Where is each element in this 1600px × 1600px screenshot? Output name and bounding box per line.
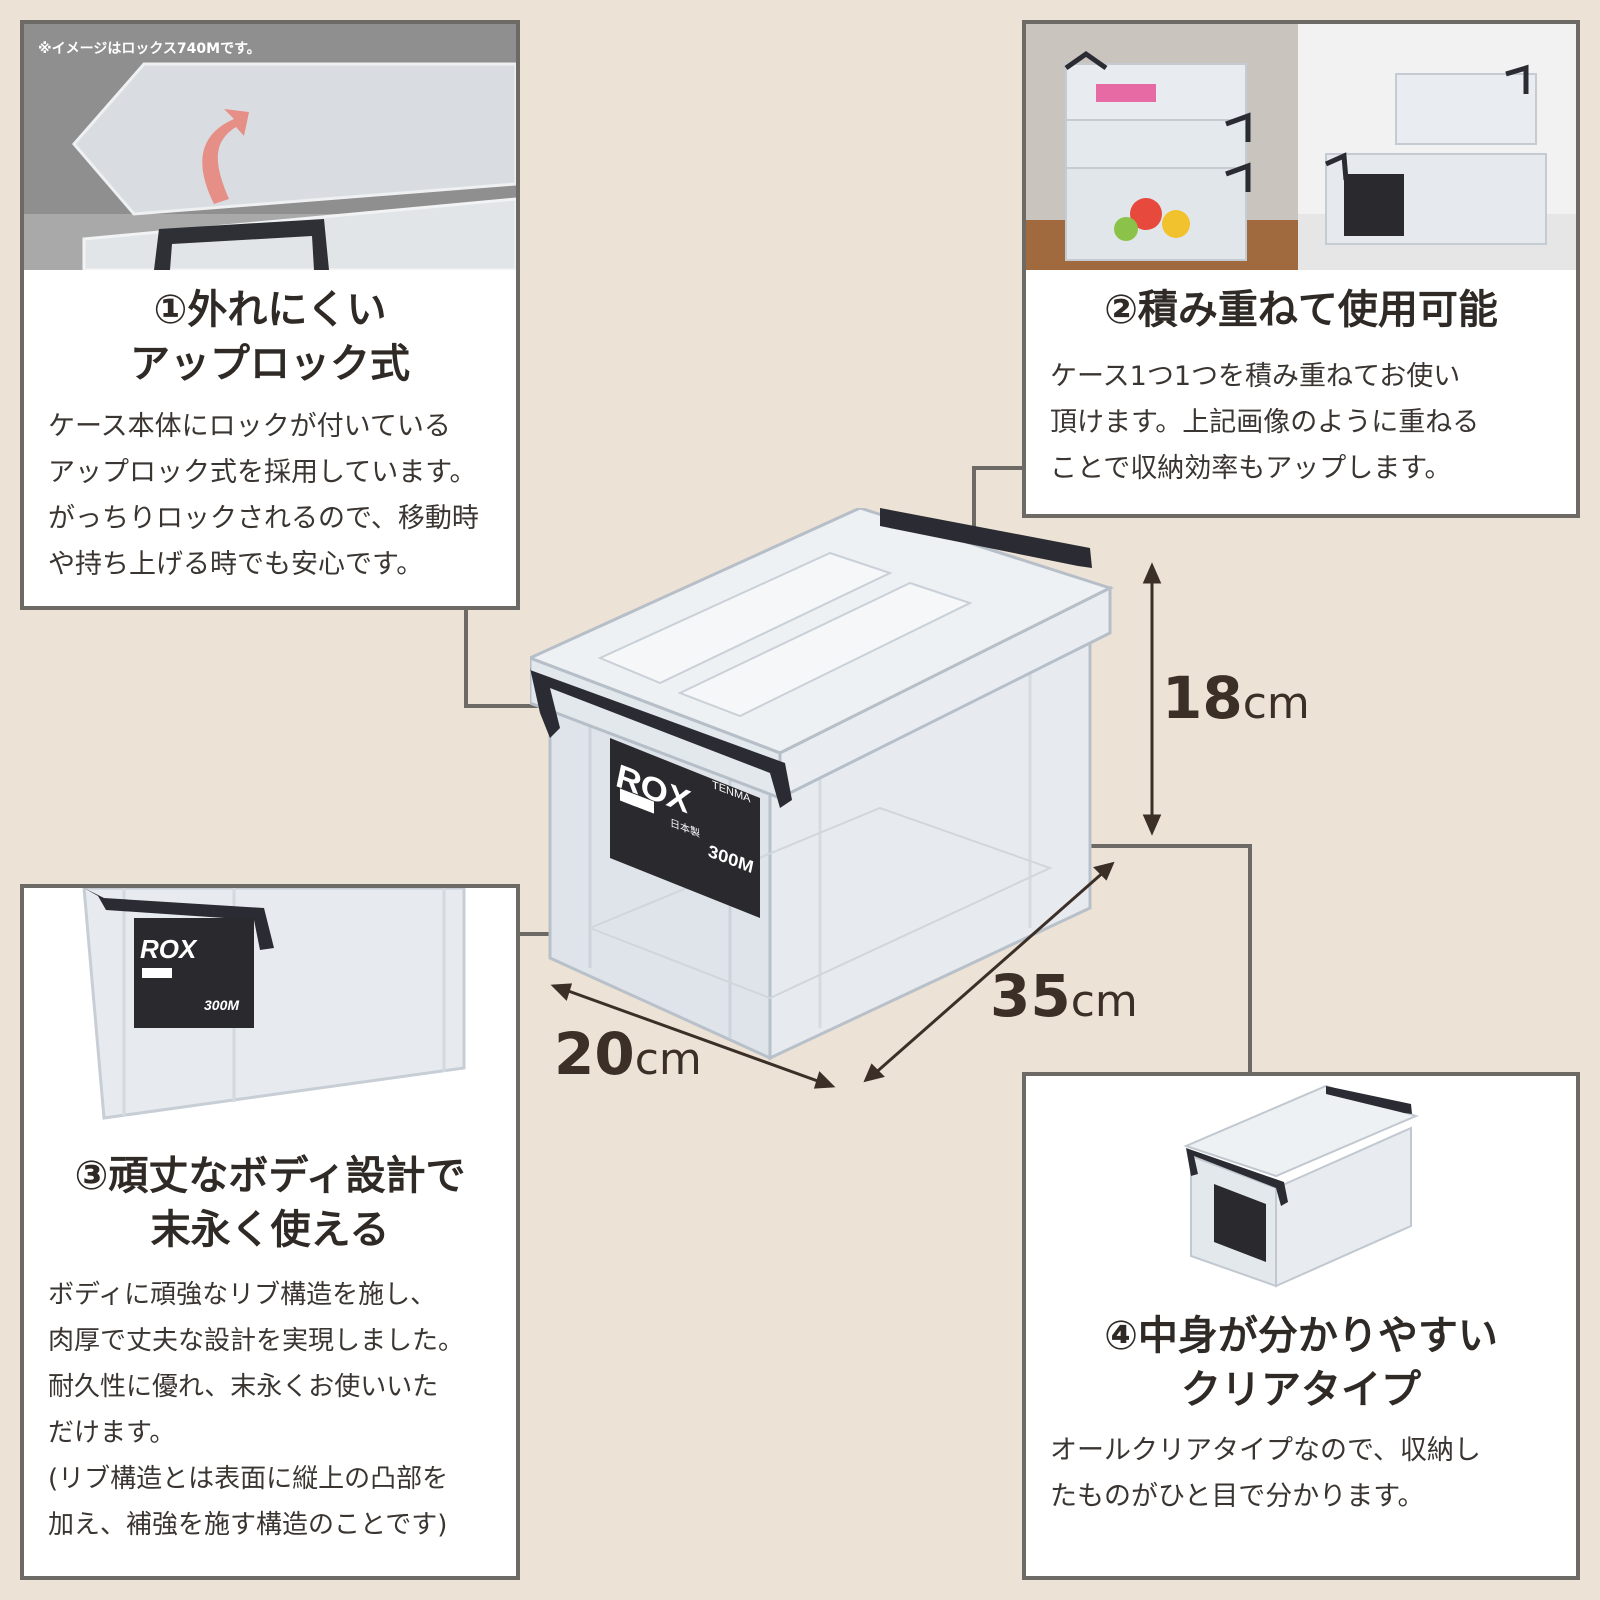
- svg-text:300M: 300M: [204, 997, 239, 1013]
- durable-photo: ROX 300M: [24, 888, 516, 1128]
- dimension-height: 18cm: [1162, 664, 1310, 732]
- feature-panel-uplock: ※イメージはロックス740Mです。 ①外れにくい アップロック式 ケース本体にロ…: [20, 20, 520, 610]
- uplock-description: ケース本体にロックが付いている アップロック式を採用しています。 がっちりロック…: [48, 411, 479, 580]
- stackable-title: ②積み重ねて使用可能: [1104, 287, 1498, 333]
- clear-description: オールクリアタイプなので、収納し たものがひと目で分かります。: [1050, 1435, 1481, 1512]
- clear-title-line2: クリアタイプ: [1181, 1367, 1421, 1413]
- dimension-width: 20cm: [554, 1020, 702, 1088]
- main-product-image: ROX TENMA 日本製 300M: [526, 506, 1130, 1068]
- feature-panel-stackable: ②積み重ねて使用可能 ケース1つ1つを積み重ねてお使い 頂けます。上記画像のよう…: [1022, 20, 1580, 518]
- stackable-photo: [1026, 24, 1576, 270]
- durable-description: ボディに頑強なリブ構造を施し、 肉厚で丈夫な設計を実現しました。 耐久性に優れ、…: [48, 1280, 465, 1540]
- uplock-photo: ※イメージはロックス740Mです。: [24, 24, 516, 270]
- svg-text:ROX: ROX: [140, 934, 198, 964]
- dimension-depth: 35cm: [990, 962, 1138, 1030]
- feature-panel-durable: ROX 300M ③頑丈なボディ設計で 末永く使える ボディに頑強なリブ構造を施…: [20, 884, 520, 1580]
- uplock-title-line1: ①外れにくい: [153, 287, 387, 333]
- feature-panel-clear: ④中身が分かりやすい クリアタイプ オールクリアタイプなので、収納し たものがひ…: [1022, 1072, 1580, 1580]
- uplock-title-line2: アップロック式: [130, 341, 410, 387]
- clear-photo: [1026, 1076, 1576, 1298]
- uplock-note: ※イメージはロックス740Mです。: [38, 41, 261, 57]
- durable-title-line2: 末永く使える: [150, 1207, 390, 1253]
- clear-title-line1: ④中身が分かりやすい: [1104, 1313, 1498, 1359]
- stackable-description: ケース1つ1つを積み重ねてお使い 頂けます。上記画像のように重ねる ことで収納効…: [1050, 361, 1480, 484]
- durable-title-line1: ③頑丈なボディ設計で: [74, 1153, 466, 1199]
